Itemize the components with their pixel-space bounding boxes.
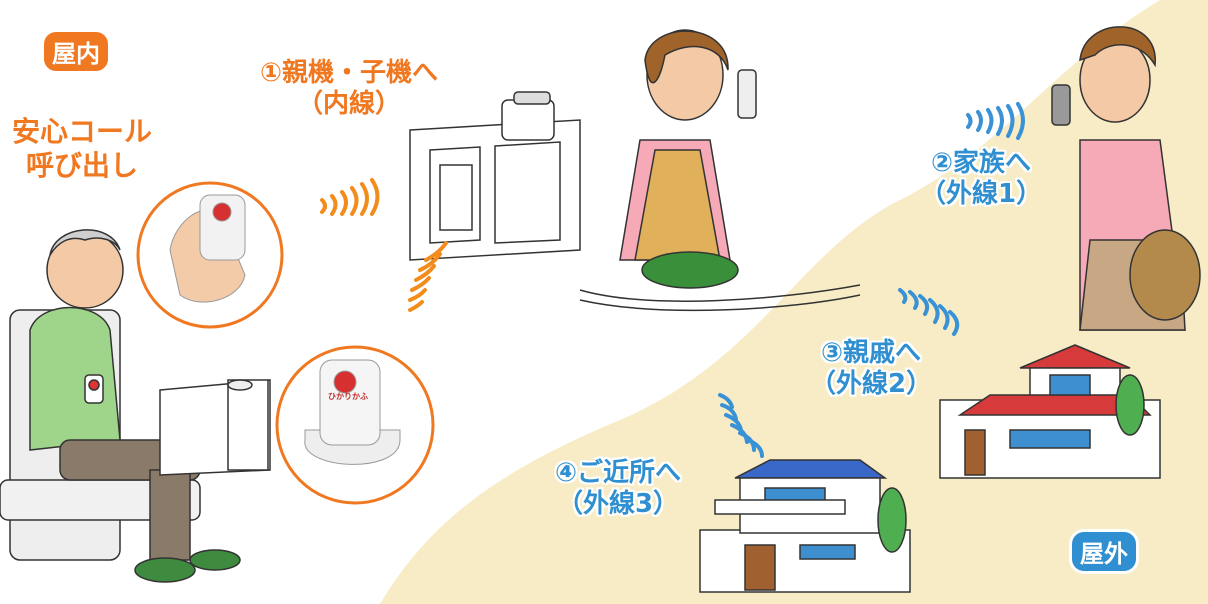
- route-target: 親機・子機へ: [282, 58, 439, 88]
- hand-device: [169, 194, 246, 303]
- route-line: （外線3）: [556, 489, 680, 520]
- signal-arcs-orange: [320, 178, 448, 312]
- route-extension: ①親機・子機へ （内線）: [260, 58, 438, 120]
- route-relatives: ③親戚へ （外線2）: [810, 338, 932, 400]
- call-caption-line2: 呼び出し: [26, 148, 139, 182]
- route-target: ご近所へ: [577, 458, 682, 488]
- indoor-badge: 屋内: [44, 32, 108, 71]
- house-relative: [939, 344, 1161, 479]
- house-neighbor: [699, 459, 911, 593]
- route-line: （外線1）: [920, 179, 1043, 210]
- route-neighbors: ④ご近所へ （外線3）: [555, 458, 681, 520]
- woman-outdoor: [1051, 26, 1201, 331]
- pendant-label: ひかりかふ: [328, 392, 368, 401]
- kitchen-counter: [409, 91, 581, 261]
- call-caption: 安心コール 呼び出し: [12, 115, 152, 182]
- elderly-man: [0, 229, 241, 583]
- cradle-device: [304, 359, 401, 465]
- route-target: 家族へ: [953, 148, 1032, 178]
- route-line: （内線）: [297, 89, 402, 120]
- route-target: 親戚へ: [843, 338, 922, 368]
- route-number: ①: [260, 58, 283, 88]
- route-number: ②: [931, 148, 954, 178]
- signal-arcs-blue: [718, 102, 1025, 458]
- outdoor-badge: 屋外: [1072, 532, 1136, 571]
- route-number: ④: [555, 458, 578, 488]
- route-line: （外線2）: [810, 369, 933, 400]
- woman-kitchen: [579, 29, 861, 312]
- call-caption-line1: 安心コール: [12, 115, 153, 148]
- route-number: ③: [821, 338, 844, 368]
- route-family: ②家族へ （外線1）: [920, 148, 1042, 210]
- desk: [159, 379, 271, 476]
